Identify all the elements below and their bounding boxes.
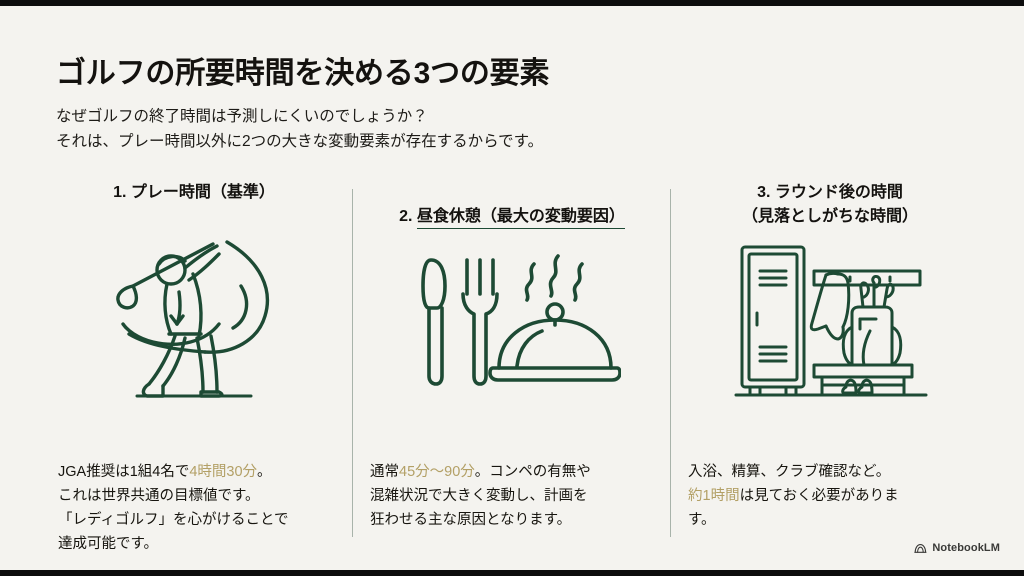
column-2-heading: 2. 昼食休憩（最大の変動要因） [362, 181, 662, 229]
column-2-body-before: 通常 [370, 464, 399, 480]
column-2-heading-prefix: 2. [399, 208, 417, 225]
slide-canvas: ゴルフの所要時間を決める3つの要素 なぜゴルフの終了時間は予測しにくいのでしょう… [0, 6, 1024, 570]
dining-cloche-icon [362, 243, 662, 398]
page-title: ゴルフの所要時間を決める3つの要素 [56, 57, 550, 90]
column-2-body: 通常45分〜90分。コンペの有無や 混雑状況で大きく変動し、計画を 狂わせる主な… [370, 436, 662, 532]
column-play-time: 1. プレー時間（基準） [44, 181, 344, 552]
column-divider-1 [352, 189, 353, 537]
column-3-body-before: 入浴、精算、クラブ確認など。 [688, 464, 891, 480]
column-2-heading-underlined: 昼食休憩（最大の変動要因） [416, 208, 625, 229]
column-1-body-before: JGA推奨は1組4名で [58, 464, 190, 480]
column-1-body-after: 。 これは世界共通の目標値です。 「レディゴルフ」を心がけることで 達成可能です… [58, 464, 289, 552]
notebooklm-icon [914, 543, 927, 554]
watermark: NotebookLM [914, 542, 1000, 554]
column-lunch-break: 2. 昼食休憩（最大の変動要因） [362, 181, 662, 541]
page-subtitle: なぜゴルフの終了時間は予測しにくいのでしょうか？ それは、プレー時間以外に2つの… [56, 108, 544, 150]
watermark-label: NotebookLM [932, 542, 1000, 554]
column-post-round: 3. ラウンド後の時間 （見落としがちな時間） [680, 181, 980, 541]
column-divider-2 [670, 189, 671, 537]
bottom-edge-bar [0, 570, 1024, 576]
top-edge-bar [0, 0, 1024, 6]
column-1-body: JGA推奨は1組4名で4時間30分。 これは世界共通の目標値です。 「レディゴル… [58, 436, 348, 556]
columns-container: 1. プレー時間（基準） [0, 181, 1024, 552]
column-3-highlight: 約1時間 [688, 488, 740, 504]
column-3-body-after: は見ておく必要がありま す。 [688, 488, 899, 528]
column-2-highlight: 45分〜90分 [399, 464, 475, 480]
locker-room-icon [680, 233, 980, 408]
golfer-swing-icon [44, 227, 344, 407]
column-1-heading: 1. プレー時間（基準） [113, 184, 275, 201]
column-3-heading: 3. ラウンド後の時間 （見落としがちな時間） [741, 184, 918, 225]
column-1-highlight: 4時間30分 [189, 464, 258, 480]
column-2-body-after: 。コンペの有無や 混雑状況で大きく変動し、計画を 狂わせる主な原因となります。 [370, 464, 591, 528]
column-3-body: 入浴、精算、クラブ確認など。 約1時間は見ておく必要がありま す。 [688, 436, 978, 532]
